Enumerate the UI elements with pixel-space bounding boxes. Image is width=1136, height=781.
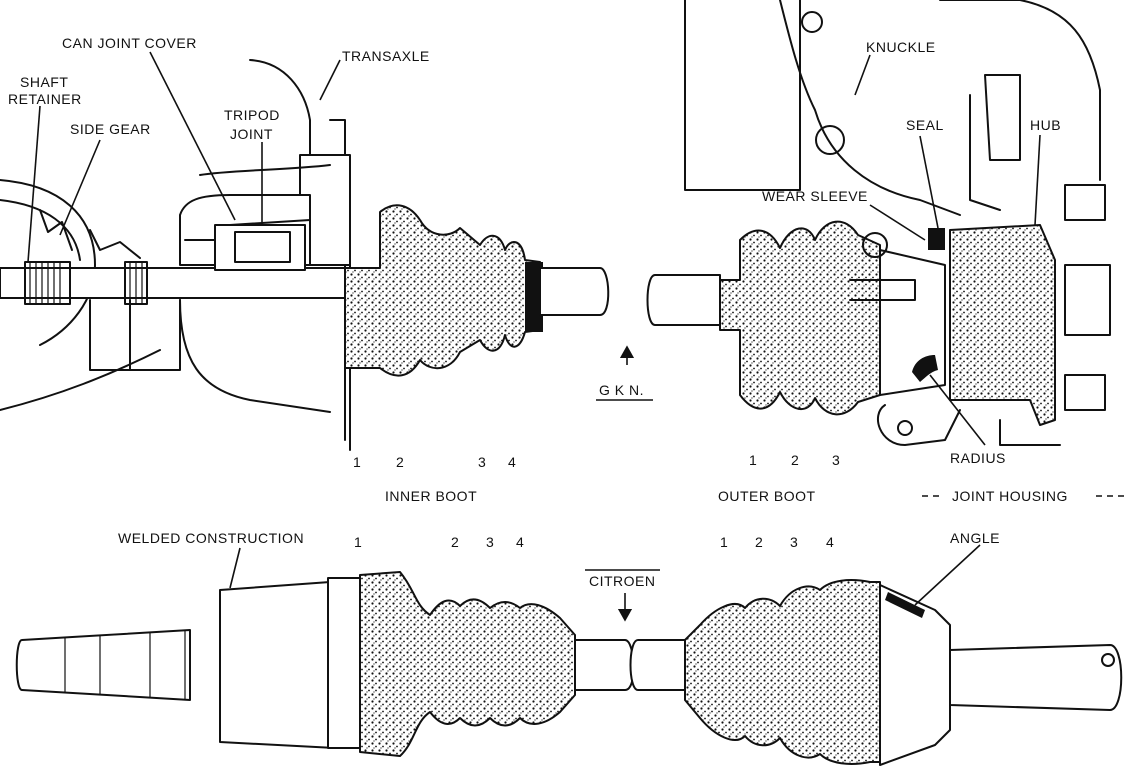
- label-knuckle: KNUCKLE: [866, 39, 936, 55]
- inner-stub-shaft-lower: [15, 629, 191, 701]
- upper-inner-num-2: 2: [396, 454, 404, 470]
- label-citroen: CITROEN: [589, 573, 656, 589]
- label-joint-housing: JOINT HOUSING: [952, 488, 1068, 504]
- lower-inner-num-3: 3: [486, 534, 494, 550]
- lower-halfshaft-left: [574, 639, 635, 691]
- label-shaft-retainer-2: RETAINER: [8, 91, 82, 107]
- transaxle-assembly-drawing: [0, 59, 610, 451]
- label-radius: RADIUS: [950, 450, 1006, 466]
- leader-lines: [27, 51, 1125, 622]
- upper-outer-num-2: 2: [791, 452, 799, 468]
- knuckle-upper: [684, 0, 801, 191]
- boot-clamp: [525, 262, 543, 332]
- lower-halfshaft-right: [629, 639, 686, 691]
- differential-case: [0, 179, 96, 346]
- label-transaxle: TRANSAXLE: [342, 48, 430, 64]
- label-wear-sleeve: WEAR SLEEVE: [762, 188, 868, 204]
- label-angle: ANGLE: [950, 530, 1000, 546]
- lower-outer-num-2: 2: [755, 534, 763, 550]
- outer-joint-housing: [879, 249, 946, 396]
- citroen-halfshaft-drawing: [15, 571, 1123, 766]
- upper-outer-num-3: 3: [832, 452, 840, 468]
- label-can-joint-cover: CAN JOINT COVER: [62, 35, 197, 51]
- label-side-gear: SIDE GEAR: [70, 121, 151, 137]
- upper-outer-boot: [719, 220, 881, 416]
- hub-body: [949, 224, 1056, 426]
- upper-halfshaft-left: [539, 267, 610, 316]
- seal: [928, 228, 945, 250]
- lower-joint-housing: [879, 584, 951, 766]
- label-tripod-joint-1: TRIPOD: [224, 107, 280, 123]
- angle-marker: [885, 592, 925, 618]
- label-gkn: G K N.: [599, 382, 644, 398]
- outer-stub-shaft: [949, 644, 1123, 711]
- inner-stub-shaft: [0, 267, 346, 299]
- upper-inner-num-4: 4: [508, 454, 516, 470]
- lower-inner-boot: [359, 571, 576, 757]
- upper-inner-num-3: 3: [478, 454, 486, 470]
- label-welded-construction: WELDED CONSTRUCTION: [118, 530, 304, 546]
- label-inner-boot: INNER BOOT: [385, 488, 477, 504]
- labels: CAN JOINT COVER TRANSAXLE SHAFT RETAINER…: [8, 35, 1068, 589]
- upper-outer-num-1: 1: [749, 452, 757, 468]
- lower-inner-num-2: 2: [451, 534, 459, 550]
- lower-inner-num-4: 4: [516, 534, 524, 550]
- lower-outer-num-1: 1: [720, 534, 728, 550]
- upper-inner-boot: [344, 204, 541, 377]
- lower-outer-boot: [684, 579, 881, 765]
- upper-inner-num-1: 1: [353, 454, 361, 470]
- lower-inner-num-1: 1: [354, 534, 362, 550]
- label-tripod-joint-2: JOINT: [230, 126, 273, 142]
- lower-outer-num-3: 3: [790, 534, 798, 550]
- knuckle-arm: [779, 0, 961, 216]
- label-shaft-retainer-1: SHAFT: [20, 74, 68, 90]
- label-hub: HUB: [1030, 117, 1061, 133]
- label-outer-boot: OUTER BOOT: [718, 488, 816, 504]
- wear-sleeve-radius: [912, 355, 938, 382]
- transaxle-housing: [249, 59, 351, 451]
- upper-halfshaft-right: [646, 274, 721, 326]
- welded-inner-housing: [219, 581, 336, 749]
- knuckle-hub-assembly-drawing: [646, 0, 1111, 446]
- label-seal: SEAL: [906, 117, 944, 133]
- lower-outer-num-4: 4: [826, 534, 834, 550]
